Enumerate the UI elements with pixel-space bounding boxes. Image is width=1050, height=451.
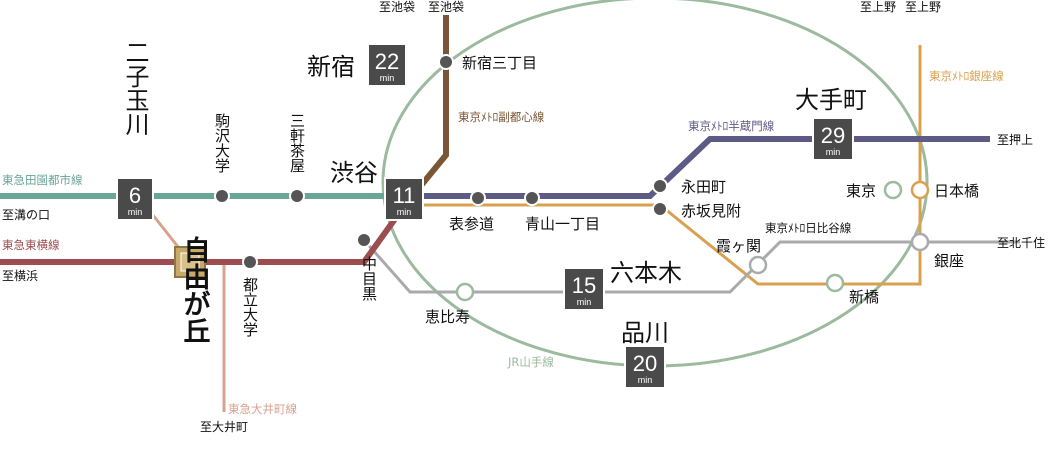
station-label-shimbashi: 新橋 [849, 288, 879, 306]
time-value-shinjuku: 22 [375, 49, 399, 74]
destination-oshiage: 至押上 [997, 133, 1033, 147]
station-marker-ginza [910, 232, 930, 252]
station-label-otemachi: 大手町 [795, 86, 867, 114]
time-unit-otemachi: min [826, 147, 841, 157]
station-marker-omotesando [470, 190, 486, 206]
station-label-nagatacho: 永田町 [681, 178, 726, 196]
line-label-denentoshi: 東急田園都市線 [2, 173, 83, 187]
time-value-roppongi: 15 [572, 273, 596, 298]
time-unit-shibuya: min [397, 207, 412, 217]
destination-ikebukuro-2: 至池袋 [428, 0, 464, 14]
time-box-otemachi: 29 min [812, 117, 854, 161]
time-box-futakotamagawa: 6 min [116, 177, 154, 221]
hibiya-line [362, 239, 1020, 294]
station-label-sangenjaya: 三軒茶屋 [288, 113, 306, 173]
line-label-fukutoshin: 東京ﾒﾄﾛ副都心線 [458, 110, 545, 124]
line-label-oimachi: 東急大井町線 [228, 402, 297, 416]
time-unit-futakotamagawa: min [128, 207, 143, 217]
station-label-shinjuku: 新宿 [307, 53, 355, 81]
station-label-futakotamagawa: 二子玉川 [121, 40, 149, 136]
time-box-roppongi: 15 min [563, 267, 605, 311]
time-box-shinagawa: 20 min [624, 345, 666, 389]
ginza-line [392, 45, 922, 286]
station-label-shinjuku-sanchome: 新宿三丁目 [462, 54, 537, 72]
destination-ueno-1: 至上野 [860, 0, 896, 14]
station-marker-shinjuku-sanchome [438, 54, 454, 70]
station-label-akasaka-mitsuke: 赤坂見附 [681, 202, 741, 220]
line-label-toyoko: 東急東横線 [2, 238, 60, 252]
station-marker-shimbashi [825, 273, 845, 293]
toyoko-line [0, 203, 408, 265]
station-marker-nihombashi [910, 180, 930, 200]
line-label-ginza: 東京ﾒﾄﾛ銀座線 [929, 69, 1004, 83]
line-label-hanzomon: 東京ﾒﾄﾛ半蔵門線 [688, 119, 775, 133]
time-value-shibuya: 11 [393, 183, 416, 208]
station-marker-sangenjaya [289, 188, 305, 204]
station-label-shibuya: 渋谷 [330, 159, 378, 187]
destination-ikebukuro-1: 至池袋 [379, 0, 415, 14]
destination-kitasenju: 至北千住 [997, 236, 1045, 250]
station-marker-tokyo [883, 180, 903, 200]
station-marker-toritsudaigaku [242, 254, 258, 270]
time-unit-shinagawa: min [638, 375, 653, 385]
destination-yokohama: 至横浜 [2, 269, 38, 283]
time-value-otemachi: 29 [821, 123, 845, 148]
station-label-ginza: 銀座 [934, 252, 964, 270]
time-box-shinjuku: 22 min [367, 43, 407, 87]
station-label-kasumigaseki: 霞ヶ関 [716, 237, 761, 255]
station-label-komazawa: 駒沢大学 [213, 113, 231, 173]
line-label-hibiya: 東京ﾒﾄﾛ日比谷線 [765, 221, 852, 235]
time-box-shibuya: 11 min [384, 177, 424, 221]
jiyugaoka-marker [174, 246, 206, 278]
time-value-shinagawa: 20 [633, 351, 657, 376]
fukutoshin-line [402, 15, 449, 207]
station-marker-nagatacho [652, 178, 668, 194]
station-label-nakameguro: 中目黒 [360, 256, 378, 301]
time-value-futakotamagawa: 6 [129, 183, 141, 208]
station-label-shinagawa: 品川 [621, 319, 669, 347]
station-label-roppongi: 六本木 [610, 259, 682, 287]
time-unit-shinjuku: min [380, 73, 395, 83]
station-marker-akasaka-mitsuke [652, 201, 668, 217]
station-label-aoyama: 青山一丁目 [525, 215, 600, 233]
jiyugaoka-marker-inner [180, 252, 200, 272]
station-label-jiyugaoka: 自由が丘 [179, 235, 211, 344]
destination-ueno-2: 至上野 [905, 0, 941, 14]
station-marker-nakameguro [356, 232, 372, 248]
destination-oimachi: 至大井町 [200, 420, 248, 434]
station-marker-komazawa [214, 188, 230, 204]
station-marker-aoyama [524, 190, 540, 206]
time-unit-roppongi: min [577, 297, 592, 307]
station-marker-ebisu [455, 282, 475, 302]
station-label-nihombashi: 日本橋 [934, 182, 979, 200]
station-label-omotesando: 表参道 [449, 215, 494, 233]
line-label-yamanote: JR山手線 [507, 355, 554, 369]
destination-mizonokuchi: 至溝の口 [2, 208, 50, 222]
station-label-ebisu: 恵比寿 [425, 308, 470, 326]
station-marker-kasumigaseki [748, 255, 768, 275]
station-label-tokyo: 東京 [846, 182, 876, 200]
station-label-toritsudaigaku: 都立大学 [241, 277, 259, 337]
